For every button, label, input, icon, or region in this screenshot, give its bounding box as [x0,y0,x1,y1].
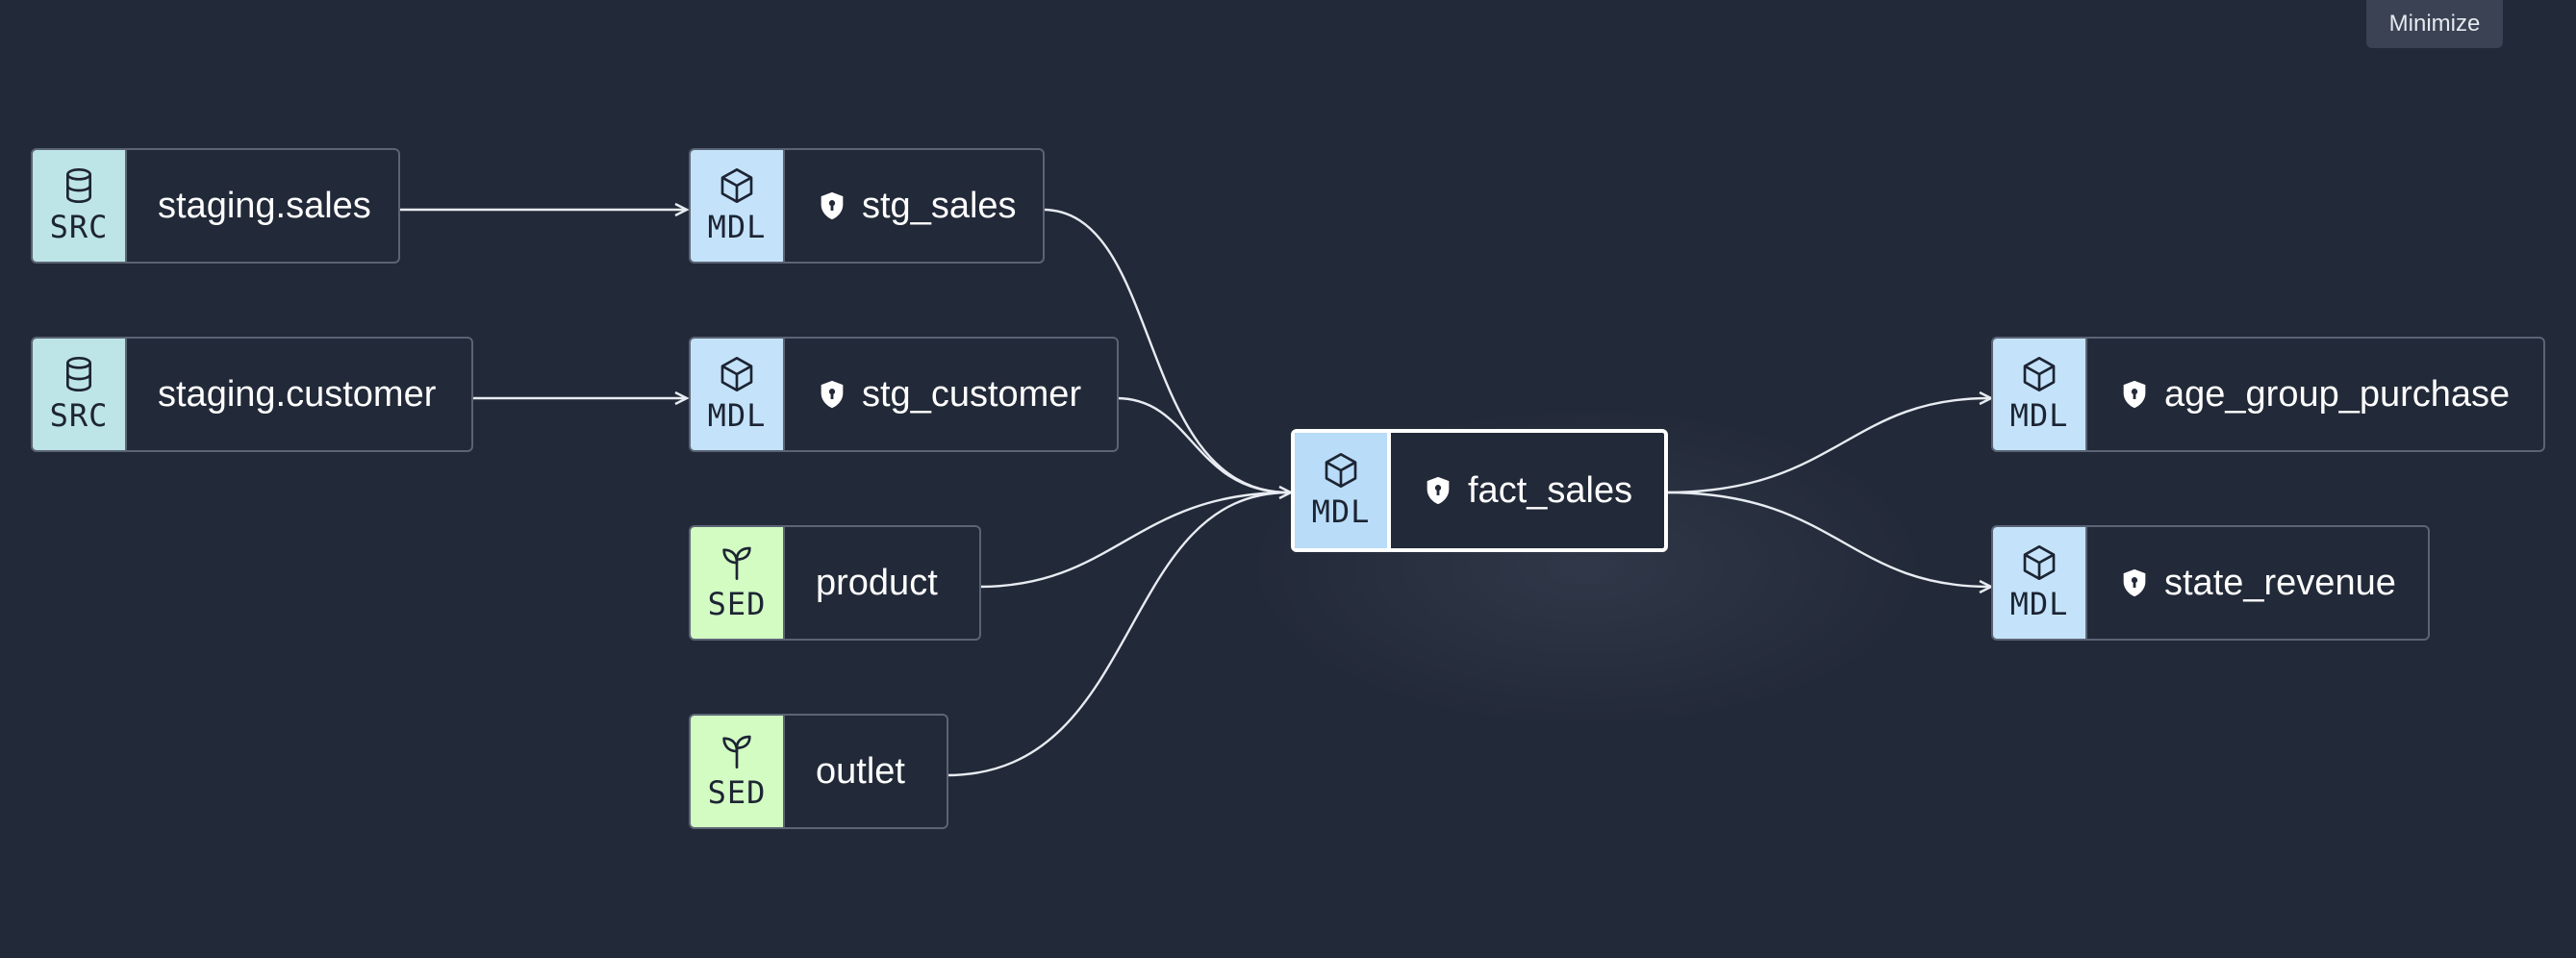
node-type-badge: MDL [691,150,785,262]
edge-product-to-fact-sales [978,491,1290,589]
node-type-badge: SRC [33,339,127,450]
sprout-icon [722,546,751,580]
cube-icon [2023,545,2056,580]
edge-outlet-to-fact-sales [946,491,1290,777]
badge-label: SRC [49,209,109,245]
node-label: age_group_purchase [2164,373,2511,415]
badge-label: SRC [49,397,109,434]
edge-arrowhead [674,391,690,406]
shield-icon [821,191,844,220]
node-label: stg_sales [862,185,1017,226]
node-state-revenue[interactable]: MDL state_revenue [1991,525,2430,641]
shield-icon [2123,380,2146,409]
node-type-badge: SRC [33,150,127,262]
shield-icon [2123,568,2146,597]
node-type-badge: MDL [1993,527,2087,639]
node-fact-sales[interactable]: MDL fact_sales [1291,429,1668,552]
node-stg-customer[interactable]: MDL stg_customer [689,337,1119,452]
node-type-badge: SED [691,716,785,827]
cube-icon [1325,453,1357,488]
shield-icon [821,380,844,409]
node-outlet[interactable]: SED outlet [689,714,948,829]
cube-icon [2023,357,2056,391]
edge-arrowhead [674,202,690,217]
edge-arrowhead [1979,579,1994,594]
node-label: staging.sales [158,185,371,226]
badge-label: MDL [707,209,767,245]
node-label: product [816,562,938,603]
database-icon [66,168,91,204]
node-type-badge: MDL [691,339,785,450]
badge-label: SED [707,774,767,811]
cube-icon [720,168,753,204]
minimize-button[interactable]: Minimize [2366,0,2503,48]
badge-label: MDL [707,397,767,434]
node-label: outlet [816,750,905,792]
database-icon [66,357,91,392]
edge-arrowhead [1278,485,1294,500]
badge-label: MDL [1311,493,1371,530]
node-type-badge: MDL [1295,433,1391,548]
node-age-group-purchase[interactable]: MDL age_group_purchase [1991,337,2545,452]
node-label: fact_sales [1468,469,1633,511]
node-product[interactable]: SED product [689,525,981,641]
node-type-badge: SED [691,527,785,639]
node-label: stg_customer [862,373,1082,415]
node-label: staging.customer [158,373,437,415]
edge-fact-sales-to-state-revenue [1665,491,1990,589]
edge-fact-sales-to-age-group-purchase [1665,396,1990,494]
shield-icon [1427,476,1450,505]
node-staging-sales[interactable]: SRC staging.sales [31,148,400,264]
badge-label: SED [707,586,767,622]
edge-stg-customer-to-fact-sales [1116,396,1290,494]
node-staging-customer[interactable]: SRC staging.customer [31,337,473,452]
badge-label: MDL [2009,397,2069,434]
badge-label: MDL [2009,586,2069,622]
sprout-icon [722,735,751,769]
node-type-badge: MDL [1993,339,2087,450]
node-stg-sales[interactable]: MDL stg_sales [689,148,1045,264]
edge-arrowhead [1979,391,1994,406]
cube-icon [720,357,753,391]
node-label: state_revenue [2164,562,2396,603]
